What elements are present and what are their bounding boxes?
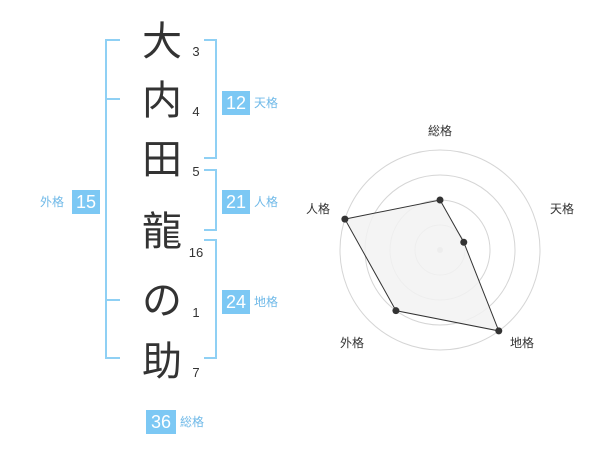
gaikaku-value-badge: 15: [72, 190, 100, 214]
gaikaku-label: 外格: [40, 195, 65, 209]
name-char: 助: [142, 339, 182, 385]
gaikaku-bracket: [105, 39, 120, 359]
chikaku-bracket: [204, 239, 217, 359]
radar-label-jinkaku: 人格: [306, 202, 331, 216]
radar-score-polygon: [344, 199, 500, 332]
soukaku-value-badge: 36: [146, 410, 176, 434]
stroke-count: 4: [192, 104, 200, 119]
name-char: 内: [142, 78, 182, 124]
soukaku-label: 総格: [180, 415, 205, 429]
radar-label-gaikaku: 外格: [340, 336, 365, 350]
tenkaku-value-badge: 12: [222, 91, 250, 115]
radar-point-jinkaku: [341, 215, 349, 223]
name-char: の: [142, 278, 182, 324]
stroke-count: 5: [192, 164, 200, 179]
name-char: 田: [142, 137, 182, 183]
radar-point-chikaku: [495, 327, 503, 335]
name-char: 龍: [142, 209, 182, 255]
stroke-count: 3: [192, 44, 200, 59]
radar-point-tenkaku: [460, 238, 468, 246]
radar-label-chikaku: 地格: [510, 336, 535, 350]
jinkaku-label: 人格: [254, 195, 279, 209]
stroke-count: 1: [192, 305, 200, 320]
name-char: 大: [142, 19, 182, 65]
radar-point-soukaku: [436, 196, 444, 204]
stroke-count: 7: [192, 365, 200, 380]
radar-point-gaikaku: [392, 307, 400, 315]
stroke-count: 16: [188, 245, 204, 260]
jinkaku-value-badge: 21: [222, 190, 250, 214]
tenkaku-label: 天格: [254, 96, 279, 110]
tenkaku-bracket: [204, 39, 217, 159]
radar-label-tenkaku: 天格: [550, 202, 575, 216]
jinkaku-bracket: [204, 169, 217, 231]
chikaku-label: 地格: [254, 295, 279, 309]
radar-label-soukaku: 総格: [428, 124, 453, 138]
chikaku-value-badge: 24: [222, 290, 250, 314]
